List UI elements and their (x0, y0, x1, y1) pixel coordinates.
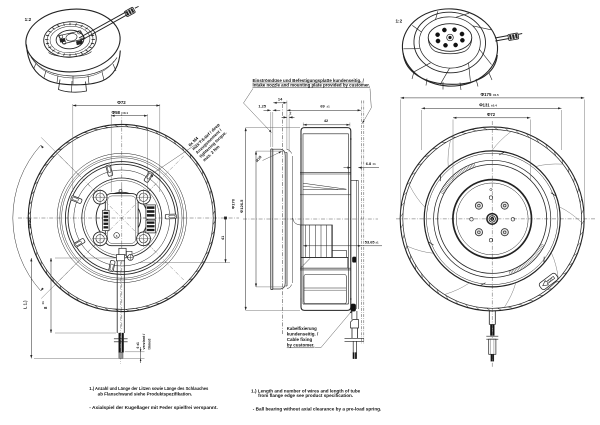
svg-text:±0.4: ±0.4 (491, 104, 497, 108)
svg-text:L 1.): L 1.) (23, 300, 28, 309)
svg-text:1.) Length and number of wires: 1.) Length and number of wires and lengt… (251, 388, 361, 393)
svg-text:Φ131: Φ131 (479, 103, 490, 108)
svg-text:14: 14 (278, 97, 283, 102)
svg-text:ab Flanschwand siehe Produktsp: ab Flanschwand siehe Produktspezifikatio… (98, 392, 193, 397)
svg-text:by customer.: by customer. (287, 343, 315, 348)
svg-text:53.65: 53.65 (365, 240, 376, 245)
svg-text:±1: ±1 (375, 241, 379, 245)
svg-text:8: 8 (43, 306, 48, 309)
svg-text:41: 41 (221, 236, 225, 240)
svg-text:kundenseitig. /: kundenseitig. / (287, 331, 319, 336)
svg-text:6.8: 6.8 (366, 161, 372, 166)
svg-text:Φ58: Φ58 (112, 110, 121, 115)
svg-text:42: 42 (324, 118, 329, 123)
svg-text:Einströmdüse und Befestigungsp: Einströmdüse und Befestigungsplatte kund… (253, 78, 365, 83)
svg-text:±0.1: ±0.1 (122, 111, 128, 115)
svg-text:±1: ±1 (373, 162, 377, 166)
svg-text:1:2: 1:2 (396, 19, 403, 24)
svg-text:Cable fixing: Cable fixing (287, 337, 313, 342)
svg-text:6 ±1: 6 ±1 (136, 342, 140, 349)
svg-text:s: s (116, 234, 118, 238)
svg-text:tinned: tinned (148, 339, 152, 350)
svg-text:4x 90°: 4x 90° (27, 216, 32, 228)
svg-text:Φ175: Φ175 (481, 92, 492, 97)
svg-text:Φ72: Φ72 (117, 100, 126, 105)
svg-text:1.) Anzahl und Länge der Litze: 1.) Anzahl und Länge der Litzen sowie Lä… (89, 386, 209, 391)
svg-text:Kabelfixierung: Kabelfixierung (287, 326, 317, 331)
svg-text:Φ126.5: Φ126.5 (239, 199, 244, 213)
svg-text:verzinnt /: verzinnt / (142, 334, 146, 350)
svg-text:Φ72: Φ72 (487, 112, 496, 117)
svg-text:from flange edge see product s: from flange edge see product specificati… (258, 393, 353, 398)
svg-text:1:2: 1:2 (25, 17, 32, 22)
svg-text:R10: R10 (254, 154, 262, 163)
svg-text:±1: ±1 (41, 301, 45, 305)
svg-text:±1: ±1 (327, 105, 331, 109)
svg-text:Φ170: Φ170 (230, 198, 235, 209)
svg-text:±0.5: ±0.5 (493, 93, 499, 97)
svg-text:- Axialspiel der Kugellager m: - Axialspiel der Kugellager mit Feder sp… (89, 405, 218, 410)
svg-text:- Ball bearing without axial: - Ball bearing without axial clearance b… (253, 407, 381, 412)
svg-text:Intake nozzle and mounting pla: Intake nozzle and mounting plate provide… (253, 83, 371, 88)
svg-text:2: 2 (289, 111, 292, 116)
svg-text:1.25: 1.25 (258, 104, 266, 109)
svg-text:69: 69 (320, 104, 325, 109)
